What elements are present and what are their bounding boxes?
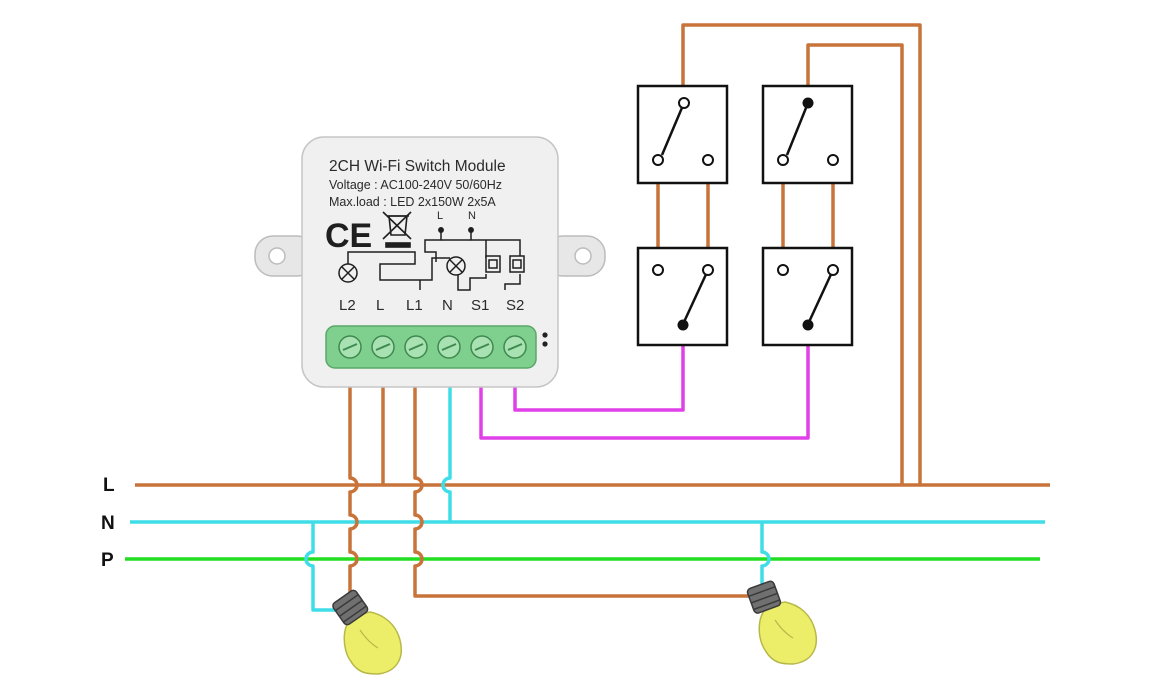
wall-switch-icon	[761, 246, 854, 347]
wall-switch-icon	[636, 84, 729, 185]
module-voltage: Voltage : AC100-240V 50/60Hz	[329, 178, 502, 192]
module-title: 2CH Wi-Fi Switch Module	[329, 158, 506, 175]
terminal-screw-L	[371, 335, 395, 359]
bus-labels: L N P	[101, 475, 115, 571]
bus-label-P: P	[101, 550, 114, 571]
terminal-screw-S1	[470, 335, 494, 359]
bus-label-N: N	[101, 513, 115, 534]
light-bulb-icon	[332, 589, 402, 675]
lamp-symbol-icon	[338, 263, 358, 283]
inner-label-L: L	[437, 210, 443, 222]
terminal-screw-L2	[338, 335, 362, 359]
wall-switches	[636, 84, 854, 347]
lamp-symbol-icon	[446, 256, 466, 276]
bulb-2-base	[746, 580, 782, 614]
terminal-screws	[338, 335, 527, 359]
wire-S2	[513, 325, 685, 412]
inner-label-N: N	[468, 210, 476, 222]
wall-switch-icon	[761, 84, 854, 185]
module-body	[301, 136, 559, 388]
terminal-label-N: N	[442, 297, 453, 314]
bus-lines	[125, 483, 1050, 561]
terminal-label-S1: S1	[471, 297, 489, 314]
wire-S1	[479, 325, 810, 440]
wire-L-bus-to-switch-1	[681, 23, 922, 485]
ce-mark-icon: CE	[325, 217, 372, 255]
wire-L-bus-to-switch-2	[806, 43, 904, 485]
wire-N-to-bulb-2	[760, 522, 771, 600]
relay-symbol-icon	[509, 255, 525, 273]
bulb-1-base	[332, 589, 369, 626]
terminal-screw-S2	[503, 335, 527, 359]
terminal-label-L: L	[376, 297, 384, 314]
terminal-label-S2: S2	[506, 297, 524, 314]
terminal-label-L1: L1	[406, 297, 423, 314]
wire-L1-to-bulb-2	[413, 385, 762, 600]
module-schematic	[347, 227, 521, 291]
module-wires	[304, 325, 810, 612]
bulb-1-glass	[343, 611, 402, 675]
wire-L2-to-bulb-1	[348, 385, 359, 600]
weee-bin-icon	[382, 211, 412, 248]
wall-switch-icon	[636, 246, 729, 347]
terminal-screw-N	[437, 335, 461, 359]
terminal-screw-L1	[404, 335, 428, 359]
wire-N-to-bulb-1	[304, 522, 338, 612]
bulb-2-glass	[758, 601, 817, 665]
bus-label-L: L	[103, 475, 115, 496]
light-bulb-icon	[746, 580, 817, 665]
module-maxload: Max.load : LED 2x150W 2x5A	[329, 195, 496, 209]
relay-symbol-icon	[485, 255, 501, 273]
wire-N-to-bus	[441, 385, 452, 522]
switch-module: 2CH Wi-Fi Switch Module Voltage : AC100-…	[254, 136, 606, 388]
terminal-label-L2: L2	[339, 297, 356, 314]
